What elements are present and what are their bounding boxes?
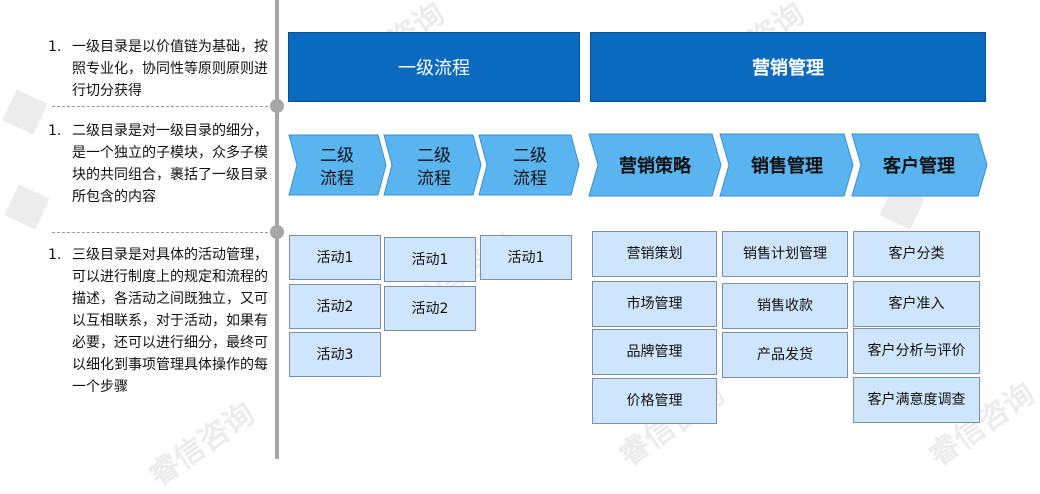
activity-box: 销售计划管理 <box>722 231 848 277</box>
chevron-label-line2: 流程 <box>513 169 547 189</box>
activity-box: 市场管理 <box>592 281 717 327</box>
note-number: 1. <box>48 247 62 263</box>
activity-box: 品牌管理 <box>592 329 717 375</box>
chevron-label-line2: 流程 <box>417 169 451 189</box>
activity-box: 活动1 <box>289 235 381 280</box>
activity-box: 活动2 <box>384 286 476 331</box>
activity-label: 活动1 <box>507 249 545 266</box>
activity-box: 活动1 <box>384 237 476 282</box>
activity-label: 活动2 <box>316 298 354 315</box>
activity-label: 销售收款 <box>757 298 813 314</box>
activity-box: 客户满意度调查 <box>853 377 980 423</box>
chevron-label-line1: 二级 <box>417 146 451 166</box>
activity-box: 销售收款 <box>722 283 848 329</box>
level1-process-bar: 一级流程 <box>288 32 580 102</box>
activity-label: 价格管理 <box>626 393 683 409</box>
activity-label: 营销策划 <box>626 246 683 262</box>
level1-label: 营销管理 <box>752 58 824 79</box>
level1-marketing-bar: 营销管理 <box>590 32 986 102</box>
activity-label: 活动3 <box>316 346 354 363</box>
chevron-shape <box>851 133 988 197</box>
chevron-shape <box>588 133 722 197</box>
activity-label: 活动2 <box>411 300 449 317</box>
chevron-label-line1: 二级 <box>320 146 354 166</box>
timeline-dot <box>270 225 284 239</box>
chevron-label-line2: 流程 <box>320 169 354 189</box>
note-number: 1. <box>48 123 62 139</box>
activity-box: 活动3 <box>289 332 381 377</box>
activity-label: 客户准入 <box>888 296 945 312</box>
activity-label: 品牌管理 <box>626 344 683 360</box>
note-number: 1. <box>48 39 62 55</box>
level1-label: 一级流程 <box>398 58 470 79</box>
activity-box: 客户准入 <box>853 281 980 327</box>
chevron-shape <box>719 133 854 197</box>
note-text: 二级目录是对一级目录的细分，是一个独立的子模块，众多子模块的共同组合，裹括了一级… <box>72 123 268 205</box>
timeline-dot <box>270 99 284 113</box>
chevron-label: 营销策略 <box>619 155 692 177</box>
activity-label: 活动1 <box>316 249 354 266</box>
activity-label: 活动1 <box>411 251 449 268</box>
activity-box: 营销策划 <box>592 231 717 277</box>
chevron-label: 客户管理 <box>883 155 955 177</box>
activity-box: 客户分类 <box>853 231 980 277</box>
chevron-shape <box>478 134 580 196</box>
activity-box: 活动2 <box>289 284 381 329</box>
activity-label: 客户分类 <box>888 246 945 262</box>
level2-chevrons: 二级 流程 二级 流程 二级 流程 营销策略 销售管理 客户管理 <box>288 133 988 197</box>
note-text: 三级目录是对具体的活动管理，可以进行制度上的规定和流程的描述，各活动之间既独立，… <box>72 247 268 395</box>
activity-box: 活动1 <box>480 235 572 280</box>
note-divider <box>52 232 278 233</box>
chevron-shape <box>383 134 482 196</box>
activity-label: 客户满意度调查 <box>867 392 966 408</box>
chevron-label: 销售管理 <box>751 155 823 177</box>
activity-box: 价格管理 <box>592 378 717 424</box>
activity-label: 产品发货 <box>757 347 813 363</box>
activity-label: 客户分析与评价 <box>867 343 966 359</box>
note-text: 一级目录是以价值链为基础，按照专业化，协同性等原则原则进行切分获得 <box>72 39 268 99</box>
activity-label: 市场管理 <box>626 296 683 312</box>
activity-label: 销售计划管理 <box>743 246 827 262</box>
note-divider <box>52 106 278 107</box>
activity-box: 客户分析与评价 <box>853 328 980 374</box>
activity-box: 产品发货 <box>722 332 848 378</box>
chevron-label-line1: 二级 <box>513 146 547 166</box>
chevron-shape <box>288 134 387 196</box>
